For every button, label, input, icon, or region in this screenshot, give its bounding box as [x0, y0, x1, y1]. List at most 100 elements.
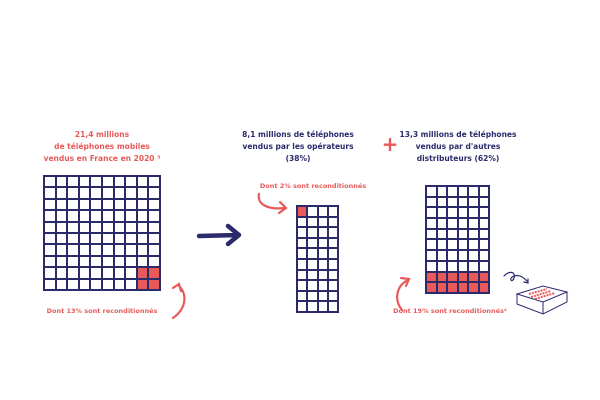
phone-cell	[318, 281, 327, 290]
refurbished-cell	[479, 272, 488, 282]
phone-cell	[458, 251, 467, 260]
phone-cell	[298, 291, 307, 301]
phone-cell	[126, 188, 136, 198]
phone-cell	[469, 219, 478, 228]
phone-cell	[137, 211, 148, 221]
phone-cell	[45, 268, 55, 278]
phone-cell	[137, 188, 148, 198]
refurbished-cell	[448, 283, 457, 292]
phone-cell	[126, 245, 136, 255]
operators-title-line: (38%)	[285, 154, 311, 163]
refurbished-cell	[458, 272, 467, 282]
others-title-line: distributeurs (62%)	[416, 154, 500, 163]
phone-cell	[469, 261, 478, 271]
refurbished-cell	[298, 207, 307, 216]
others-note: Dont 19% sont reconditionnés⁴	[393, 307, 507, 315]
others-title: 13,3 millions de téléphones vendus par d…	[400, 129, 517, 165]
phone-cell	[56, 188, 67, 198]
phone-cell	[68, 256, 78, 267]
phone-cell	[328, 270, 337, 280]
phone-cell	[45, 279, 55, 289]
phone-cell	[45, 245, 55, 255]
phone-cell	[149, 222, 159, 232]
phone-cell	[103, 279, 113, 289]
phone-cell	[79, 199, 90, 210]
phone-cell	[45, 177, 55, 187]
phone-cell	[469, 240, 478, 250]
phone-cell	[328, 228, 337, 237]
phone-cell	[308, 270, 317, 280]
phone-cell	[448, 208, 457, 218]
phone-cell	[114, 245, 125, 255]
phone-cell	[149, 211, 159, 221]
phone-cell	[458, 229, 467, 239]
phone-cell	[458, 187, 467, 196]
phone-cell	[308, 228, 317, 237]
phone-cell	[437, 240, 446, 250]
phone-cell	[328, 302, 337, 311]
curved-arrow-icon	[396, 276, 411, 312]
phone-cell	[308, 207, 317, 216]
phone-cell	[114, 268, 125, 278]
phone-cell	[45, 256, 55, 267]
phone-cell	[427, 261, 436, 271]
phone-cell	[68, 233, 78, 244]
phone-cell	[137, 199, 148, 210]
phone-cell	[126, 268, 136, 278]
phone-cell	[45, 188, 55, 198]
phone-cell	[298, 270, 307, 280]
phone-cell	[114, 279, 125, 289]
phone-cell	[91, 245, 101, 255]
phone-cell	[308, 249, 317, 258]
phone-cell	[308, 260, 317, 269]
phone-cell	[479, 208, 488, 218]
phone-cell	[103, 222, 113, 232]
phone-cell	[91, 222, 101, 232]
phone-cell	[126, 177, 136, 187]
phone-cell	[137, 256, 148, 267]
phone-cell	[137, 233, 148, 244]
phone-cell	[298, 238, 307, 248]
refurbished-cell	[427, 283, 436, 292]
phone-cell	[114, 222, 125, 232]
operators-note: Dont 2% sont reconditionnés	[259, 182, 367, 190]
refurbished-cell	[479, 283, 488, 292]
phone-cell	[328, 249, 337, 258]
phone-cell	[437, 187, 446, 196]
refurbished-cell	[137, 279, 148, 289]
phone-cell	[114, 211, 125, 221]
phone-cell	[298, 281, 307, 290]
phone-cell	[469, 229, 478, 239]
phone-cell	[298, 260, 307, 269]
phone-cell	[68, 268, 78, 278]
curved-arrow-icon	[257, 192, 288, 215]
phone-cell	[68, 199, 78, 210]
phone-cell	[469, 197, 478, 207]
phone-cell	[318, 249, 327, 258]
phone-cell	[437, 197, 446, 207]
phone-cell	[458, 261, 467, 271]
phone-cell	[427, 229, 436, 239]
phone-cell	[126, 222, 136, 232]
operators-title-line: vendus par les opérateurs	[242, 142, 354, 151]
phone-cell	[437, 251, 446, 260]
phone-cell	[298, 228, 307, 237]
phone-cell	[68, 177, 78, 187]
phone-cell	[469, 251, 478, 260]
operators-title-line: 8,1 millions de téléphones	[242, 130, 354, 139]
phone-cell	[427, 197, 436, 207]
phone-cell	[298, 217, 307, 227]
phone-cell	[437, 208, 446, 218]
phone-cell	[328, 238, 337, 248]
refurbished-cell	[437, 272, 446, 282]
phone-cell	[149, 256, 159, 267]
phone-cell	[68, 279, 78, 289]
phone-cell	[45, 222, 55, 232]
total-waffle-grid	[43, 175, 161, 291]
phone-cell	[448, 219, 457, 228]
phone-cell	[56, 233, 67, 244]
phone-cell	[437, 219, 446, 228]
total-title-line: 21,4 millions	[74, 130, 130, 139]
total-note: Dont 13% sont reconditionnés	[46, 307, 158, 315]
phone-cell	[308, 291, 317, 301]
